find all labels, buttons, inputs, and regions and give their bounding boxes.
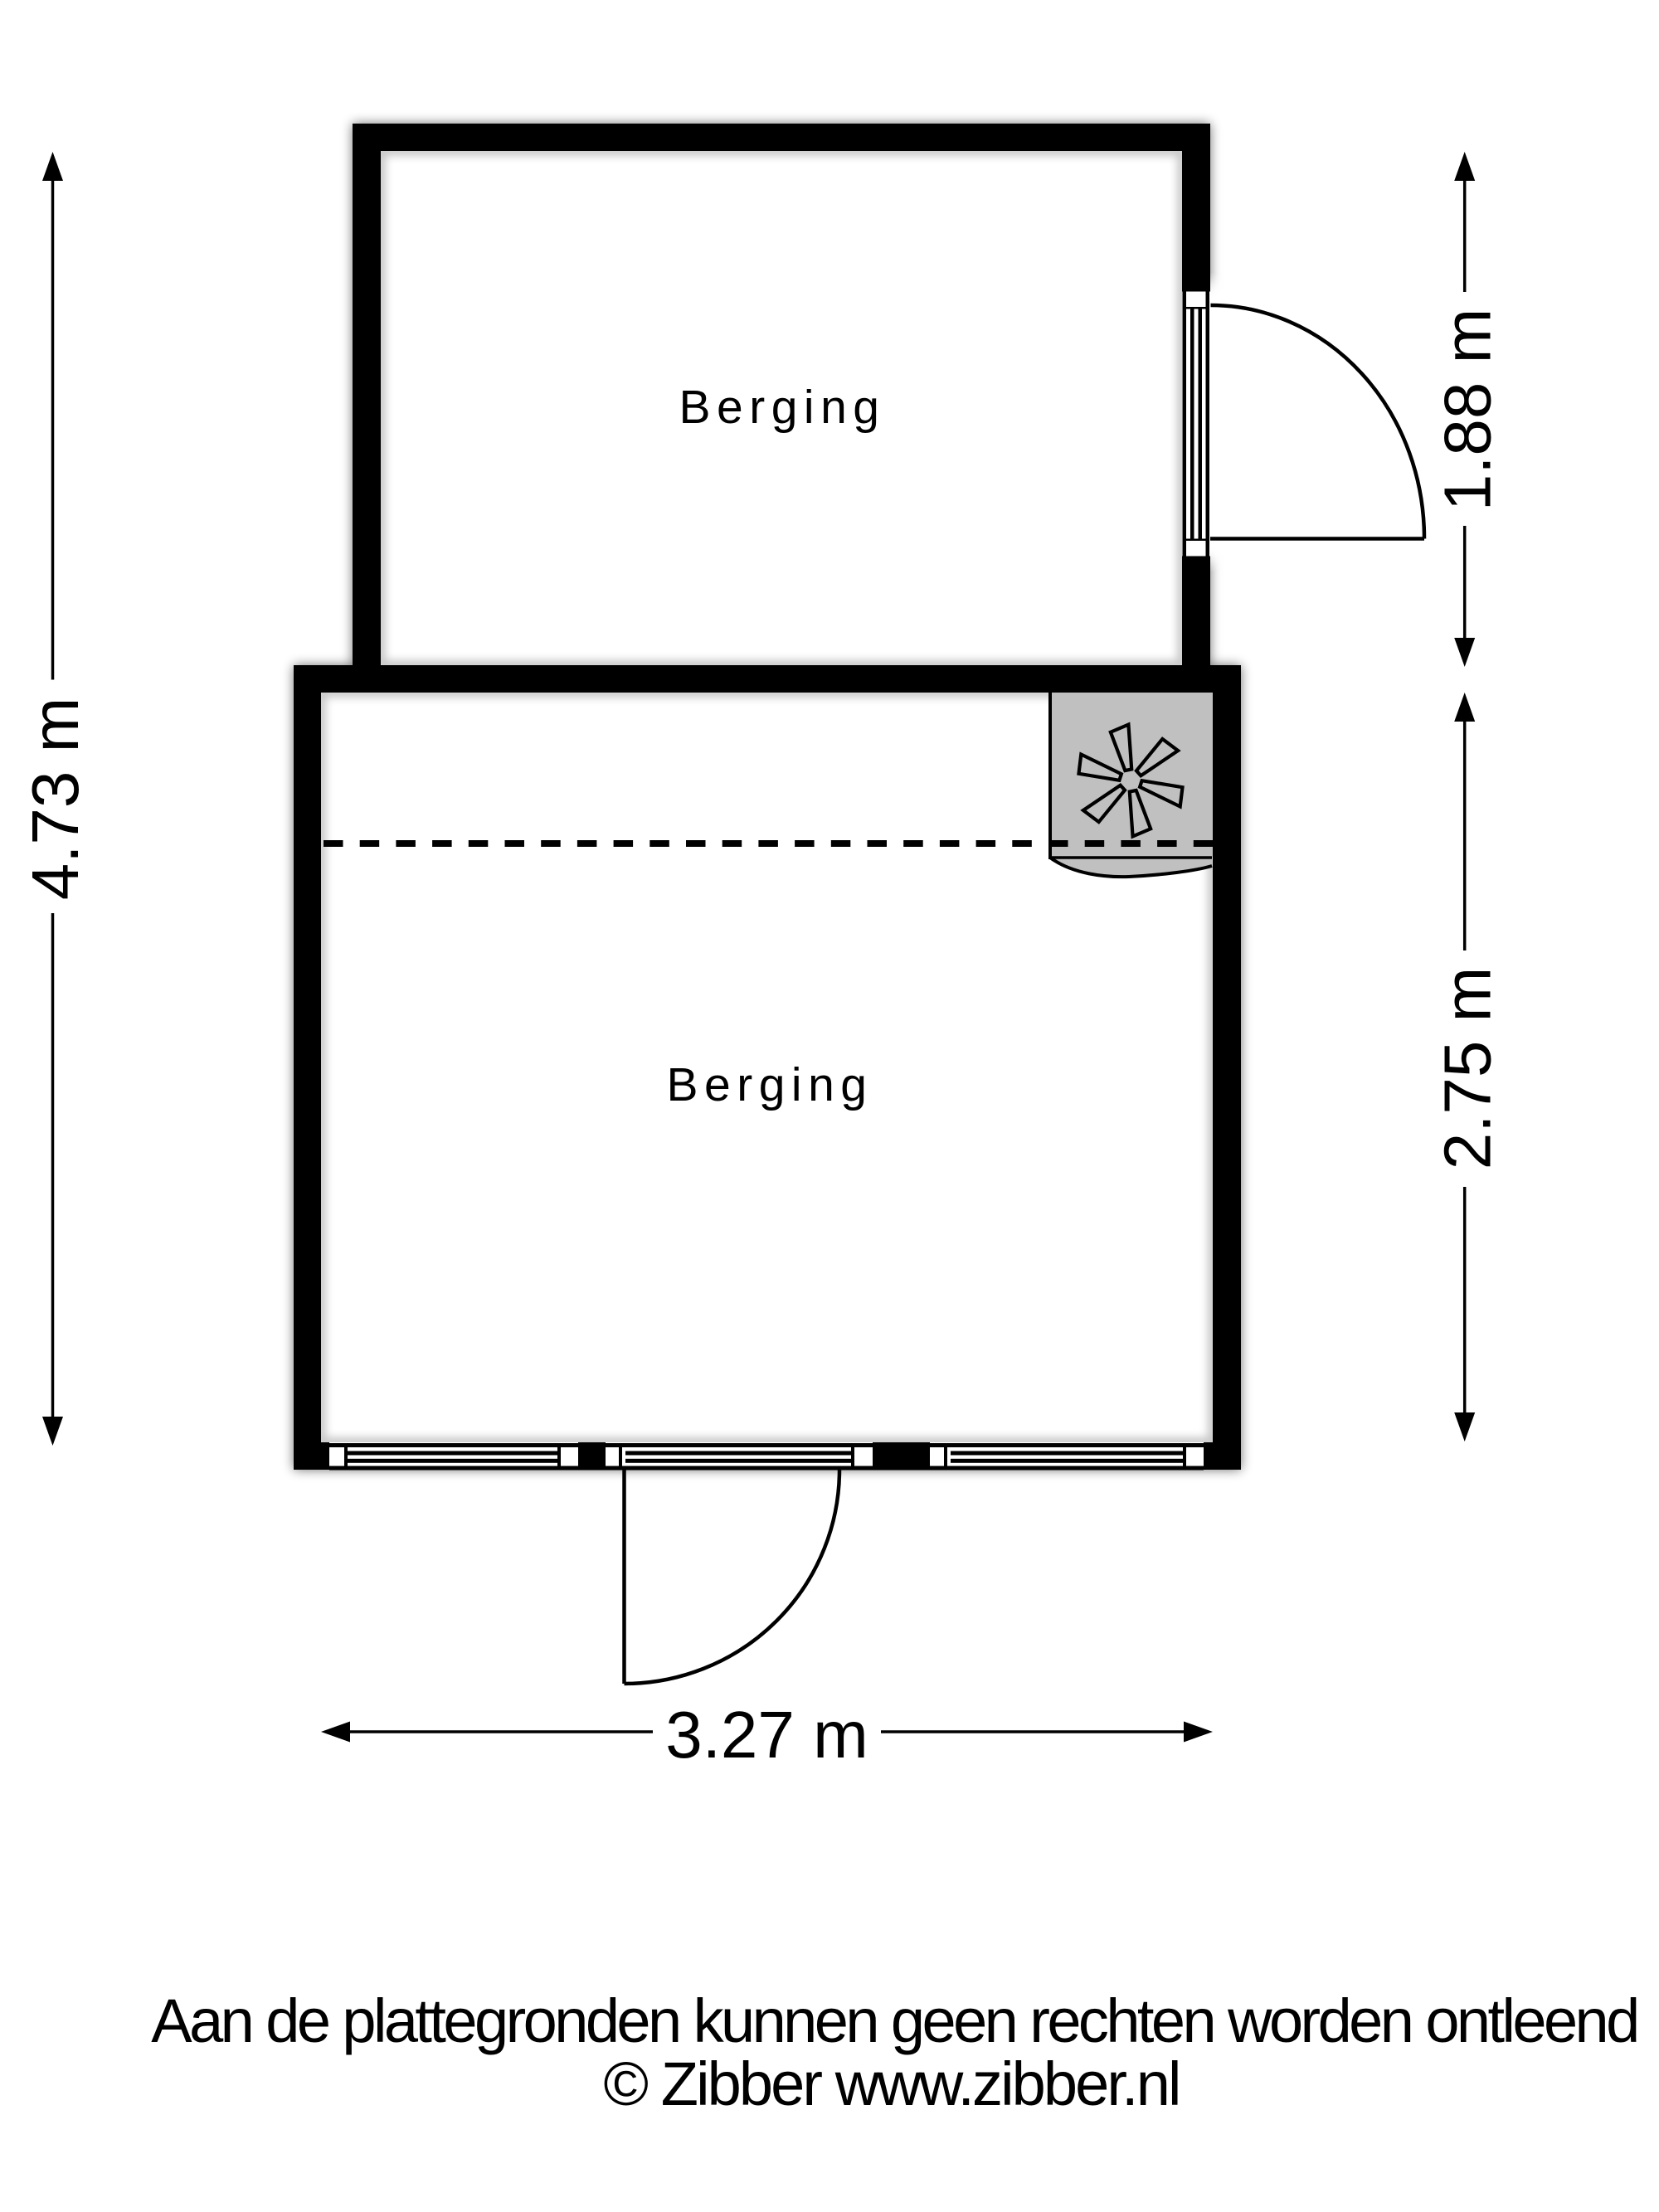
svg-text:4.73 m: 4.73 m: [18, 698, 92, 901]
svg-text:2.75 m: 2.75 m: [1431, 967, 1505, 1170]
svg-text:© Zibber www.zibber.nl: © Zibber www.zibber.nl: [603, 2049, 1179, 2118]
svg-text:Berging: Berging: [667, 1058, 873, 1111]
svg-text:Berging: Berging: [679, 381, 886, 434]
svg-text:1.88 m: 1.88 m: [1431, 309, 1505, 512]
svg-text:3.27 m: 3.27 m: [665, 1698, 868, 1772]
svg-text:Aan de plattegronden kunnen ge: Aan de plattegronden kunnen geen rechten…: [151, 1986, 1637, 2055]
